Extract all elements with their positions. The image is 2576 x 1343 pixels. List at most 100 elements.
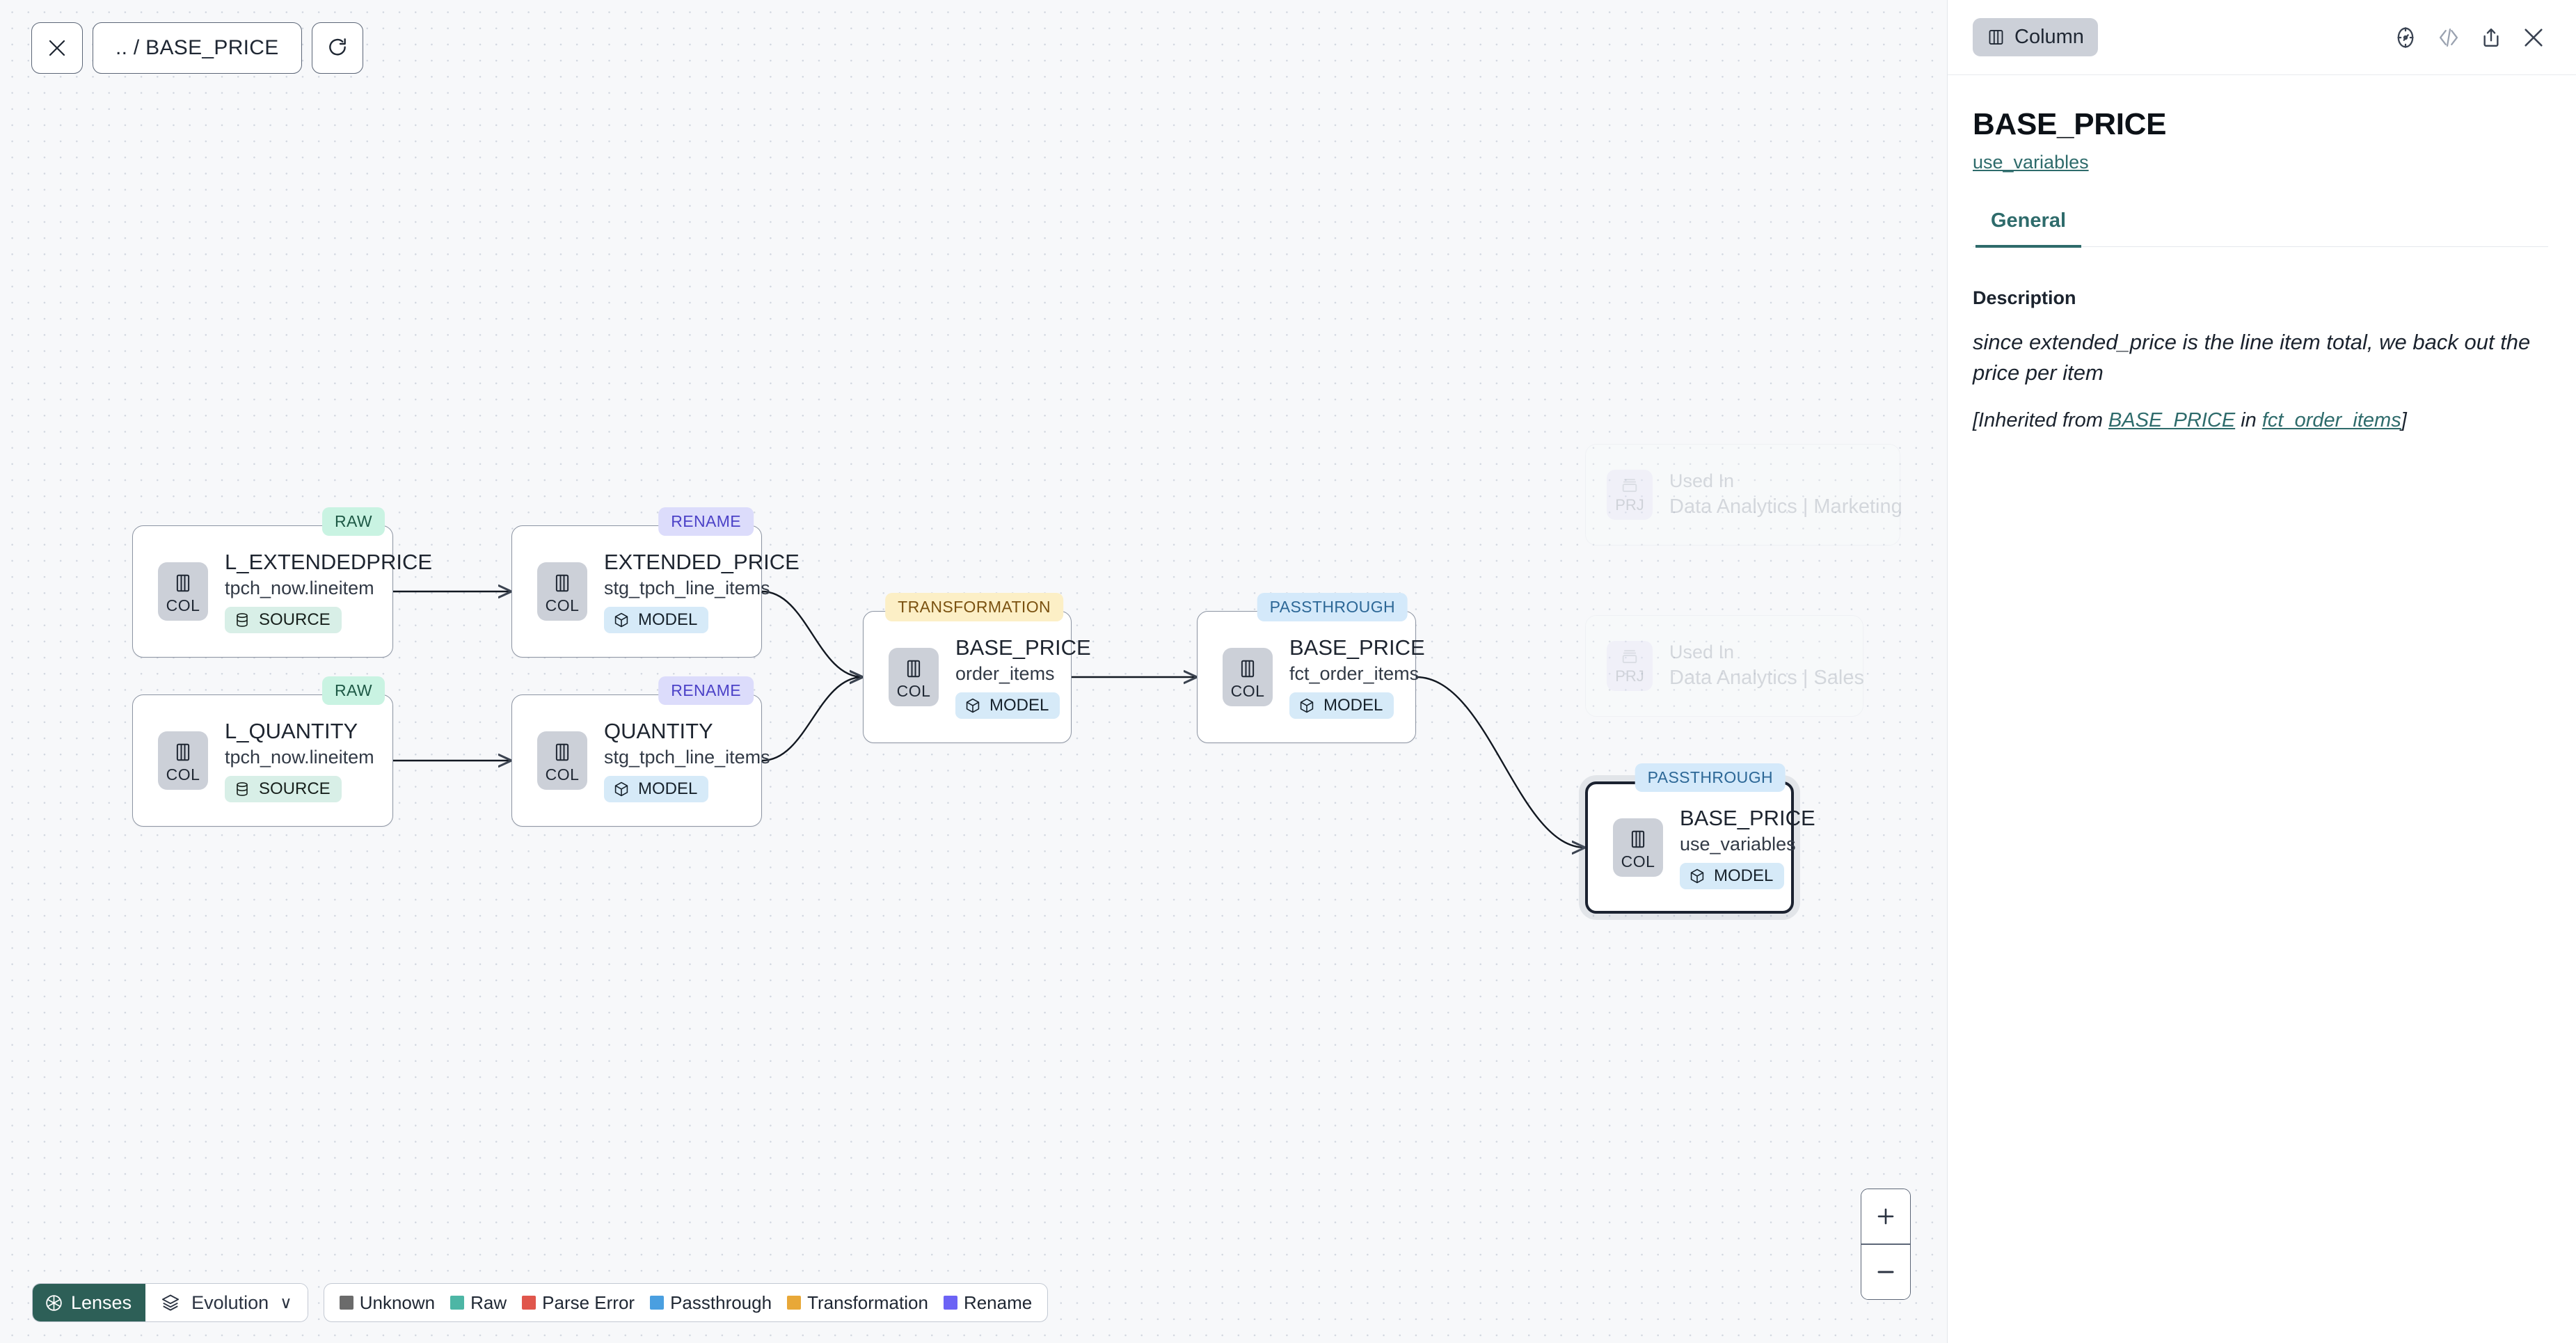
legend-swatch [339, 1296, 353, 1310]
plus-icon [1877, 1209, 1894, 1225]
cube-icon [1689, 868, 1706, 884]
node-subtitle: stg_tpch_line_items [604, 747, 770, 768]
minus-icon [1877, 1271, 1894, 1273]
column-node-l_extendedprice[interactable]: COL L_EXTENDEDPRICE tpch_now.lineitem SO… [132, 525, 432, 658]
evolution-label: Evolution [191, 1292, 269, 1313]
node-kind-pill: MODEL [955, 692, 1060, 720]
lenses-button[interactable]: Lenses [33, 1284, 146, 1321]
node-title: QUANTITY [604, 718, 713, 743]
project-type-chip: PRJ [1607, 641, 1653, 691]
share-button[interactable] [2480, 26, 2502, 49]
column-icon [552, 739, 573, 765]
ghost-node-title: Used In [1669, 470, 1735, 491]
legend-swatch [650, 1296, 665, 1310]
ghost-node-used-in-sales[interactable]: PRJ Used In Data Analytics | Sales [1585, 615, 1864, 717]
close-graph-button[interactable] [31, 22, 83, 74]
node-kind-pill: SOURCE [225, 607, 342, 634]
node-subtitle: order_items [955, 663, 1055, 685]
refresh-button[interactable] [311, 22, 363, 74]
column-node-base_price_fct_order_items[interactable]: COL BASE_PRICE fct_order_items MODEL [1197, 611, 1425, 743]
lineage-legend: Unknown Raw Parse Error Passthrough Tran… [323, 1283, 1049, 1322]
page-title: BASE_PRICE [1973, 107, 2167, 141]
column-icon [173, 739, 193, 765]
column-type-label: COL [545, 765, 580, 784]
layers-icon [162, 1294, 180, 1311]
node-badge-base_price_fct_order_items: PASSTHROUGH [1257, 593, 1408, 621]
lenses-label: Lenses [71, 1292, 132, 1313]
node-title: BASE_PRICE [955, 635, 1091, 660]
column-node-quantity[interactable]: COL QUANTITY stg_tpch_line_items MODEL [511, 694, 770, 827]
legend-label: Rename [963, 1292, 1033, 1313]
compass-button[interactable] [2394, 26, 2417, 49]
node-badge-l_quantity: RAW [321, 676, 385, 705]
lenses-group: Lenses Evolution ∨ [32, 1283, 308, 1322]
legend-swatch [943, 1296, 957, 1310]
code-button[interactable] [2437, 26, 2460, 49]
column-type-chip: COL [158, 731, 208, 790]
legend-item-parse-error[interactable]: Parse Error [522, 1292, 635, 1314]
cube-icon [1298, 697, 1315, 714]
share-icon [2483, 28, 2499, 47]
inherited-column-link[interactable]: BASE_PRICE [2108, 408, 2236, 431]
node-title: BASE_PRICE [1289, 635, 1425, 660]
panel-header-actions [2394, 26, 2545, 49]
description-text: since extended_price is the line item to… [1973, 329, 2531, 385]
legend-item-rename[interactable]: Rename [943, 1292, 1033, 1314]
ghost-node-used-in-marketing[interactable]: PRJ Used In Data Analytics | Marketing [1585, 444, 1902, 546]
inherited-prefix: [Inherited from [1973, 408, 2109, 431]
legend-swatch [787, 1296, 802, 1310]
breadcrumb-button[interactable]: .. / BASE_PRICE [93, 22, 302, 74]
node-title: EXTENDED_PRICE [604, 549, 800, 574]
node-title: L_QUANTITY [225, 718, 358, 743]
cube-icon [613, 612, 630, 628]
details-panel: Column [1947, 0, 2576, 1343]
evolution-dropdown[interactable]: Evolution ∨ [145, 1284, 308, 1321]
legend-item-transformation[interactable]: Transformation [787, 1292, 928, 1314]
column-node-base_price_use_variables[interactable]: COL BASE_PRICE use_variables MODEL [1585, 781, 1815, 914]
inherited-model-link[interactable]: fct_order_items [2261, 408, 2401, 431]
column-type-label: COL [166, 765, 200, 784]
node-badge-base_price_order_items: TRANSFORMATION [885, 593, 1063, 621]
node-badge-extended_price: RENAME [658, 507, 754, 536]
cube-icon [613, 781, 630, 797]
column-type-label: COL [545, 596, 580, 614]
tab-general[interactable]: General [1975, 209, 2081, 248]
zoom-out-button[interactable] [1861, 1245, 1910, 1299]
column-node-l_quantity[interactable]: COL L_QUANTITY tpch_now.lineitem SOURCE [132, 694, 393, 827]
close-icon [2525, 28, 2543, 47]
node-kind-pill: SOURCE [225, 776, 342, 803]
compass-icon [2397, 26, 2414, 48]
entity-type-label: Column [2014, 26, 2084, 48]
breadcrumb: .. / BASE_PRICE [116, 36, 279, 59]
project-type-label: PRJ [1615, 496, 1644, 514]
column-type-chip: COL [158, 562, 208, 621]
parent-model-link[interactable]: use_variables [1973, 152, 2089, 173]
column-node-base_price_order_items[interactable]: COL BASE_PRICE order_items MODEL [863, 611, 1091, 743]
ghost-node-subtitle: Data Analytics | Sales [1669, 667, 1864, 690]
column-type-chip: COL [537, 731, 587, 790]
node-kind-label: MODEL [1714, 866, 1774, 886]
inherited-suffix: ] [2401, 408, 2407, 431]
legend-item-passthrough[interactable]: Passthrough [650, 1292, 772, 1314]
chevron-down-icon: ∨ [280, 1293, 292, 1312]
close-icon [49, 40, 65, 56]
ghost-node-subtitle: Data Analytics | Marketing [1669, 495, 1902, 518]
legend-label: Transformation [807, 1292, 928, 1313]
legend-item-unknown[interactable]: Unknown [339, 1292, 436, 1314]
legend-swatch [450, 1296, 465, 1310]
project-icon [1620, 477, 1639, 496]
legend-item-raw[interactable]: Raw [450, 1292, 507, 1314]
column-node-extended_price[interactable]: COL EXTENDED_PRICE stg_tpch_line_items M… [511, 525, 800, 658]
close-panel-button[interactable] [2522, 26, 2545, 49]
node-subtitle: stg_tpch_line_items [604, 578, 770, 599]
zoom-in-button[interactable] [1861, 1189, 1910, 1244]
legend-label: Unknown [359, 1292, 436, 1313]
panel-tabs: General [1973, 209, 2548, 248]
node-kind-pill: MODEL [604, 776, 709, 803]
column-icon [1628, 826, 1648, 852]
node-subtitle: fct_order_items [1289, 663, 1420, 685]
node-badge-base_price_use_variables: PASSTHROUGH [1635, 763, 1786, 792]
lineage-canvas[interactable]: .. / BASE_PRICE PRJ Used In Data Analyti… [0, 0, 1947, 1343]
node-badge-quantity: RENAME [658, 676, 754, 705]
column-type-label: COL [1230, 681, 1265, 700]
